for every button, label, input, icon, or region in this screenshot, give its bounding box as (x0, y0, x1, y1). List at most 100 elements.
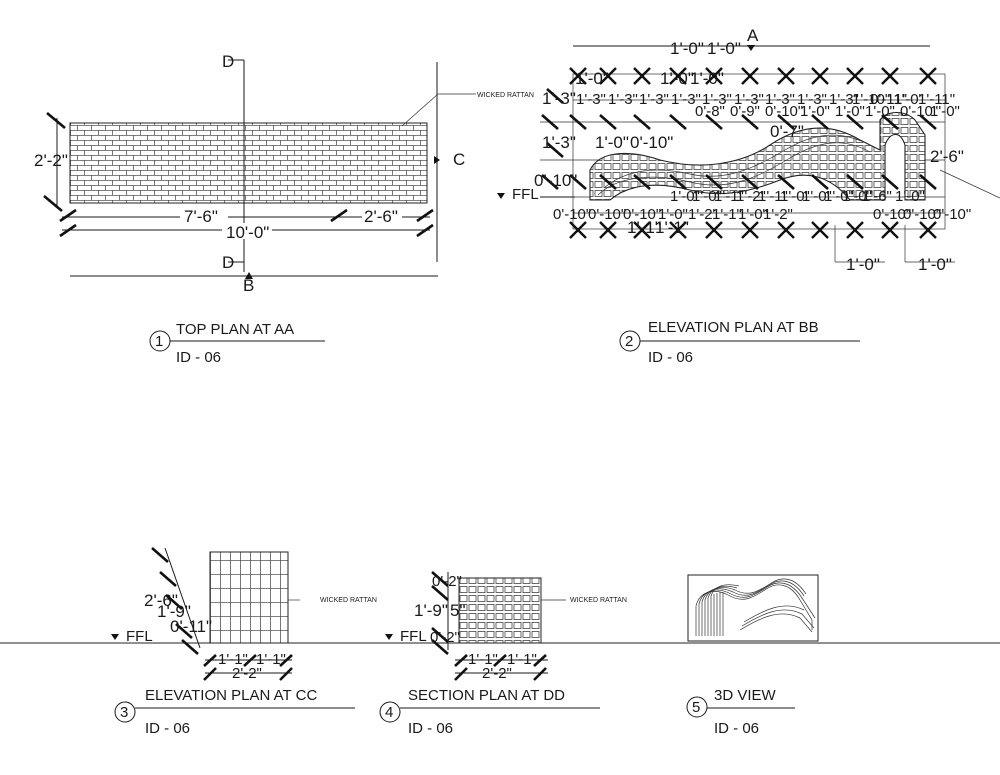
dim-bb-lower: 1'-0" (692, 188, 722, 205)
dim-bb-left-3: 1'-0" (595, 133, 629, 152)
dim-dd-bt: 2'-2" (482, 665, 512, 682)
view-5-ref: ID - 06 (714, 720, 759, 737)
dim-dd-b1: 1'-1" (468, 651, 498, 668)
dimension-cross-mark (881, 221, 899, 239)
material-note-top: WICKED RATTAN (477, 92, 534, 99)
view-number-bubble (686, 696, 708, 718)
dim-bb-mid: 0'-9" (730, 103, 760, 120)
dimension-cross-mark (777, 221, 795, 239)
dimension-tick-mark (669, 114, 687, 130)
dimension-tick-mark (811, 114, 829, 130)
dim-bb-bottom: 0'-10" (588, 206, 626, 223)
ffl-label-bb: FFL (512, 186, 539, 203)
dimension-tick-mark (846, 174, 864, 190)
ffl-label-cc: FFL (126, 628, 153, 645)
dimension-tick-mark (846, 114, 864, 130)
view-2-number: 2 (625, 333, 633, 350)
dimension-cross-mark (669, 221, 687, 239)
dim-bb-upper: 0'-11" (870, 91, 907, 108)
dim-cc-b2: 1'-1" (256, 651, 286, 668)
dimension-tick-mark (705, 174, 723, 190)
section-marker-a: A (747, 26, 759, 45)
section-marker-d-top: D (222, 52, 234, 71)
dim-dd-mid: 1'-9" (414, 601, 448, 620)
3d-view: 5 3D VIEW ID - 06 (686, 574, 819, 737)
dimension-cross-mark (811, 221, 829, 239)
dim-bb-upper: 1'-10" (852, 91, 890, 108)
view-1-title: TOP PLAN AT AA (176, 321, 294, 338)
elevation-cc-view: WICKED RATTAN 2'-6" 1'-9" 0'-11" FFL 1'-… (111, 547, 377, 737)
dimension-tick-mark (599, 174, 617, 190)
dim-bb-bottom: 1'-1" (712, 206, 742, 223)
dimension-tick-mark (919, 174, 937, 190)
dimension-cross-mark (741, 67, 759, 85)
dimension-cross-mark (811, 67, 829, 85)
dim-bb-lower: 1'-1" (714, 188, 744, 205)
dimension-cross-mark (669, 67, 687, 85)
dim-left: 7'-6" (184, 207, 218, 226)
dim-bb-mid: 1'-0" (865, 103, 895, 120)
dim-bb-upper: 1'-3" (765, 91, 795, 108)
rattan-panel-cc (209, 551, 289, 644)
dim-bb-base-2: 1'-1" (655, 218, 689, 237)
dimension-tick-mark (569, 174, 587, 190)
3d-wave-render (695, 578, 816, 636)
dim-bb-upper: 1'-3" (702, 91, 732, 108)
dim-top-pair-1: 1'-0" (670, 39, 704, 58)
dim-top-pair-2: 1'-0" (707, 39, 741, 58)
view-4-ref: ID - 06 (408, 720, 453, 737)
view-5-number: 5 (692, 699, 700, 716)
dimension-tick-mark (569, 114, 587, 130)
dim-cc-low: 0'-11" (170, 617, 212, 636)
dim-bb-below-2: 1'-0" (918, 255, 952, 274)
dim-bb-lower: 1'-6" (862, 188, 892, 205)
dimension-tick-mark (741, 114, 759, 130)
dim-bb-bottom: 0'-10" (623, 206, 661, 223)
dimension-tick-mark (881, 174, 899, 190)
section-marker-b: B (243, 276, 254, 295)
dim-bb-lower: 1'-0" (824, 188, 854, 205)
view-1-number: 1 (155, 333, 163, 350)
dim-bb-left-6: 0'-10" (534, 171, 577, 190)
dim-bb-upper: 1'-11" (918, 91, 955, 108)
dimension-cross-mark (741, 221, 759, 239)
view-5-title: 3D VIEW (714, 687, 777, 704)
dim-bb-bottom: 1'-2" (688, 206, 718, 223)
rattan-panel-top (69, 122, 428, 204)
dim-cc-bt: 2'-2" (232, 665, 262, 682)
dim-bb-bottom: 0'-10" (903, 206, 941, 223)
dim-bb-base-1: 1'-1" (627, 218, 661, 237)
material-note-cc: WICKED RATTAN (320, 597, 377, 604)
dimension-cross-mark (705, 221, 723, 239)
dimension-cross-mark (599, 67, 617, 85)
top-plan-view: D D C B WICKED RATTAN 2'-2" 7'-6" 2'-6" … (34, 52, 534, 366)
dim-bb-upper: 1'-3" (608, 91, 638, 108)
dim-bb-upper: 1'-3" (797, 91, 827, 108)
dim-dd-b2: 1'-1" (507, 651, 537, 668)
dim-bb-lower: 1'-0" (670, 188, 700, 205)
dim-bb-mid: 0'-10" (765, 103, 803, 120)
material-note-dd: WICKED RATTAN (570, 597, 627, 604)
view-2-title: ELEVATION PLAN AT BB (648, 319, 819, 336)
dimension-tick-mark (777, 114, 795, 130)
dim-right: 2'-6" (364, 207, 398, 226)
dim-bb-mid: 1'-0" (835, 103, 865, 120)
dim-overall: 10'-0" (226, 223, 269, 242)
dim-dd-top: 0'-2" (432, 573, 462, 590)
ffl-label-dd: FFL (400, 628, 427, 645)
dimension-cross-mark (599, 221, 617, 239)
dimension-tick-mark (741, 174, 759, 190)
dim-bb-upper: 1'-3" (829, 91, 859, 108)
dimension-cross-mark (846, 221, 864, 239)
dimension-cross-mark (777, 67, 795, 85)
dim-cc-overall: 2'-6" (144, 591, 178, 610)
dim-bb-bottom: 0'-10" (933, 206, 971, 223)
view-4-number: 4 (385, 704, 393, 721)
dim-bb-left-1: 1'-3" (542, 89, 576, 108)
dim-cc-mid: 1'-9" (157, 602, 191, 621)
dim-bb-left-4: 0'-10" (630, 133, 673, 152)
dim-bb-mid: 0'-8" (695, 103, 725, 120)
dim-bb-upper: 1'-3" (576, 91, 606, 108)
dim-bb-lower: 1'-0" (780, 188, 810, 205)
dim-dd-mid2: 5" (450, 601, 466, 620)
